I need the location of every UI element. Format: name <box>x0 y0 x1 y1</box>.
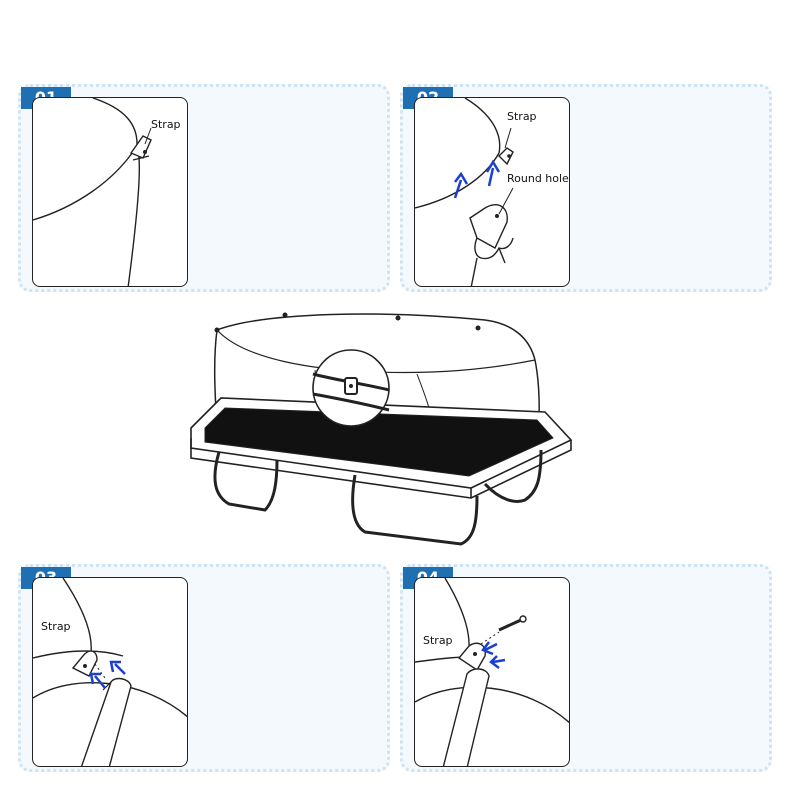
step-illustration: Strap <box>32 97 188 287</box>
step-panel-04: 04 Strap <box>400 564 772 772</box>
pole-into-cap-drawing <box>33 578 187 766</box>
step-illustration: Strap Round hole <box>414 97 570 287</box>
strap-label: Strap <box>507 110 537 123</box>
pole-cap-insertion-drawing <box>415 98 514 286</box>
trampoline-with-net-overview <box>190 312 573 546</box>
net-pole-strap-drawing <box>33 98 152 286</box>
step-panel-02: 02 Strap Round hole <box>400 84 772 292</box>
step-illustration: Strap <box>414 577 570 767</box>
strap-label: Strap <box>151 118 181 131</box>
strap-label: Strap <box>41 620 71 633</box>
round-hole-label: Round hole <box>507 172 569 185</box>
strap-label: Strap <box>423 634 453 647</box>
step-panel-03: 03 Strap <box>18 564 390 772</box>
step-illustration: Strap <box>32 577 188 767</box>
step-panel-01: 01 Strap <box>18 84 390 292</box>
screw-fastening-drawing <box>415 578 569 766</box>
